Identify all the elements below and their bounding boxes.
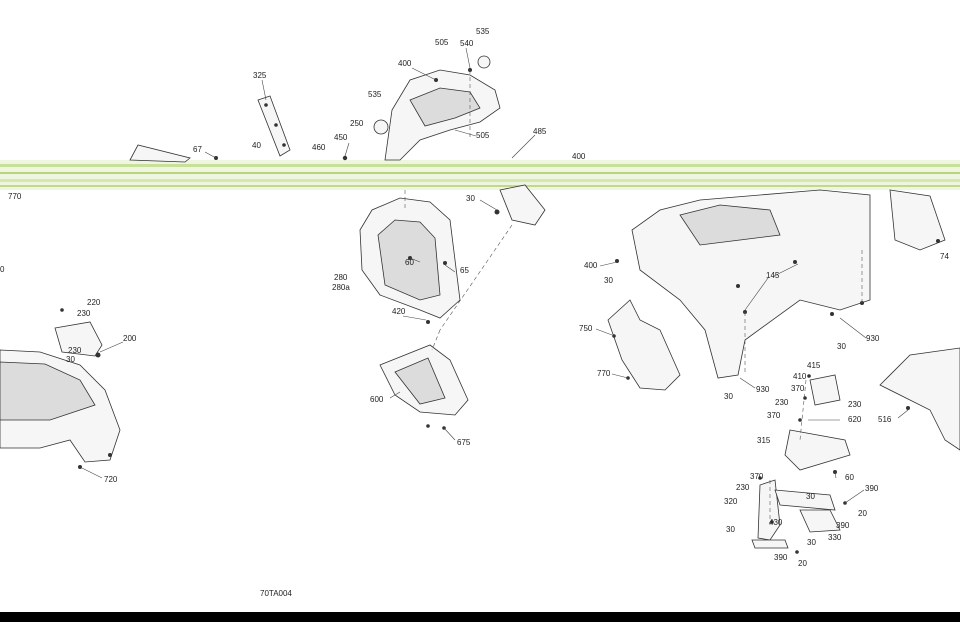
callout-370: 370 (767, 411, 781, 420)
callout-30: 30 (604, 276, 613, 285)
callout-770: 770 (597, 369, 611, 378)
callout-30: 30 (837, 342, 846, 351)
callout-430: 430 (769, 518, 783, 527)
skid-plate-600 (379, 344, 469, 430)
callout-330: 330 (828, 533, 842, 542)
callout-770: 770 (8, 192, 22, 201)
noise-band (0, 160, 960, 190)
callout-60: 60 (405, 258, 414, 267)
alignment-lines (404, 70, 863, 525)
callout-30: 30 (807, 538, 816, 547)
mudflap-750 (607, 299, 681, 391)
callout-400: 400 (572, 152, 586, 161)
callout-535: 535 (368, 90, 382, 99)
callout-230: 230 (736, 483, 750, 492)
callout-540: 540 (460, 39, 474, 48)
callout-485: 485 (533, 127, 547, 136)
right-fender-assembly (615, 189, 946, 379)
callout-320: 320 (724, 497, 738, 506)
bracket-485 (494, 184, 546, 226)
callout-230: 230 (68, 346, 82, 355)
callout-930: 930 (866, 334, 880, 343)
callout-280a: 280a (332, 283, 350, 292)
callout-415: 415 (807, 361, 821, 370)
callout-30: 30 (806, 492, 815, 501)
reflector-535 (373, 119, 389, 135)
mount-bracket-200 (54, 308, 103, 358)
callout-20: 20 (858, 509, 867, 518)
callout-30: 30 (726, 525, 735, 534)
callout-230: 230 (848, 400, 862, 409)
callout-74: 74 (940, 252, 949, 261)
rear-fender-upper (373, 55, 501, 161)
callout-460: 460 (312, 143, 326, 152)
callout-67: 67 (193, 145, 202, 154)
callout-220: 220 (87, 298, 101, 307)
bottom-bar (0, 612, 960, 622)
callout-370: 370 (791, 384, 805, 393)
callout-20: 20 (798, 559, 807, 568)
bracket-325 (257, 95, 291, 157)
callout-30: 30 (724, 392, 733, 401)
callout-200: 200 (123, 334, 137, 343)
callout-230: 230 (77, 309, 91, 318)
callout-0: 0 (0, 265, 5, 274)
callout-65: 65 (460, 266, 469, 275)
callout-420: 420 (392, 307, 406, 316)
callout-400: 400 (398, 59, 412, 68)
callout-535: 535 (476, 27, 490, 36)
callout-400: 400 (584, 261, 598, 270)
callout-390: 390 (836, 521, 850, 530)
callout-230: 230 (775, 398, 789, 407)
callout-505: 505 (435, 38, 449, 47)
callout-370: 370 (750, 472, 764, 481)
callout-40: 40 (252, 141, 261, 150)
callout-930: 930 (756, 385, 770, 394)
callout-505: 505 (476, 131, 490, 140)
callout-750: 750 (579, 324, 593, 333)
right-front-panel (879, 347, 960, 451)
bumper-frame-assembly (751, 374, 851, 554)
callout-250: 250 (350, 119, 364, 128)
callout-30: 30 (66, 355, 75, 364)
callout-60: 60 (845, 473, 854, 482)
callout-325: 325 (253, 71, 267, 80)
callout-390: 390 (774, 553, 788, 562)
callout-315: 315 (757, 436, 771, 445)
callout-675: 675 (457, 438, 471, 447)
drawing-code: 70TA004 (260, 589, 292, 598)
cap-535 (477, 55, 491, 69)
callout-390: 390 (865, 484, 879, 493)
left-body-panel (0, 349, 121, 469)
callout-145: 145 (766, 271, 780, 280)
leader-lines (81, 47, 909, 504)
callout-720: 720 (104, 475, 118, 484)
small-parts-top-left (129, 144, 348, 163)
callout-410: 410 (793, 372, 807, 381)
callout-30: 30 (466, 194, 475, 203)
callout-450: 450 (334, 133, 348, 142)
callout-280: 280 (334, 273, 348, 282)
callout-600: 600 (370, 395, 384, 404)
callout-516: 516 (878, 415, 892, 424)
callout-620: 620 (848, 415, 862, 424)
